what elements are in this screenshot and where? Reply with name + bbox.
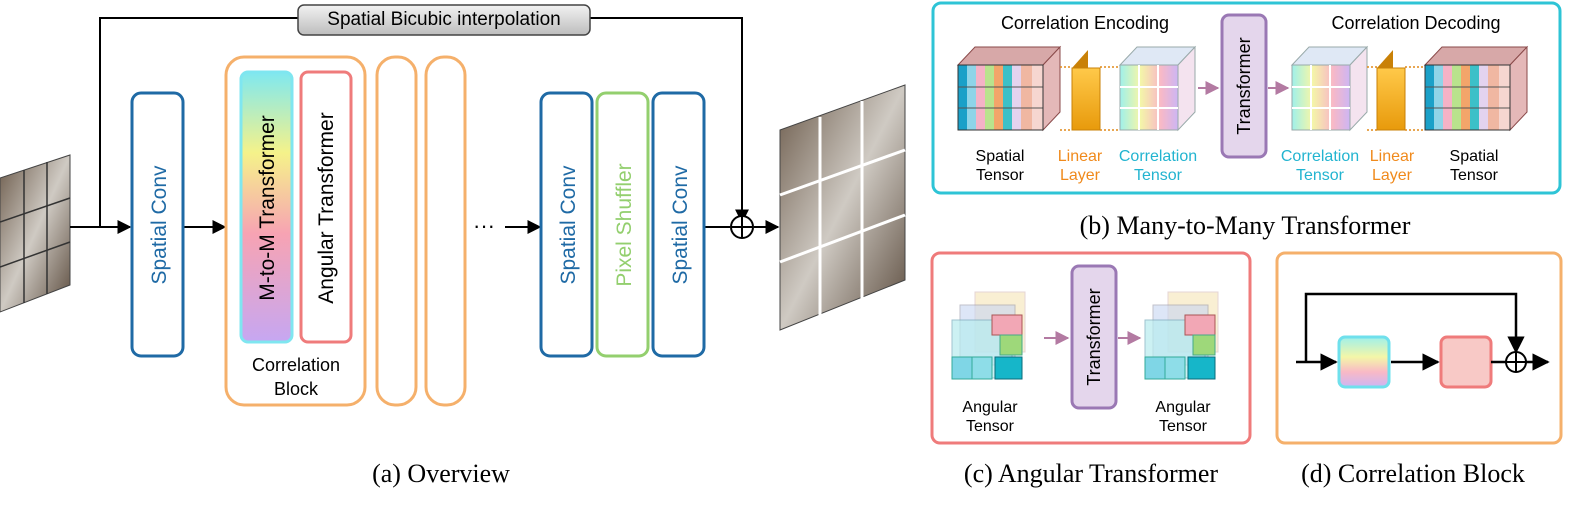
angular-transformer-core [1070,264,1118,410]
corr-tensor-label-2a: Correlation [1281,148,1359,165]
pixel-shuffler-label: Pixel Shuffler [613,163,636,286]
corr-block-label-line2: Block [274,379,319,399]
angular-tensor-label-2a: Angular [1155,399,1211,416]
encoding-title: Correlation Encoding [1001,13,1169,33]
angular-tensor-input [951,291,1026,380]
corrblock-sum-icon [1505,351,1527,373]
corr-tensor-label-1b: Tensor [1134,167,1183,184]
ellipsis: ··· [473,213,495,238]
spatial-tensor-input [956,45,1062,132]
mtom-panel: Correlation Encoding Correlation Decodin… [931,1,1562,240]
spatial-tensor-label-1b: Tensor [976,167,1025,184]
input-lightfield-image [0,154,71,313]
corr-block-label-line1: Correlation [252,355,340,375]
spatial-conv-block-3 [651,91,706,358]
mtom-transformer-core [1220,13,1268,159]
corrblock-skip-arrow [1304,292,1525,362]
correlation-tensor-dec [1290,45,1369,132]
spatial-tensor-label-2a: Spatial [1450,148,1499,165]
linear-layer-dec [1376,67,1406,131]
linear-layer-label-1b: Layer [1060,167,1101,184]
angular-transformer-label: Angular Transformer [315,112,338,303]
angular-tensor-label-2b: Tensor [1159,418,1208,435]
linear-layer-label-1a: Linear [1058,148,1103,165]
spatial-conv-label-2: Spatial Conv [557,165,580,285]
spatial-tensor-output [1423,45,1529,132]
mtom-transformer-core-label: Transformer [1234,37,1254,134]
corrblock-mtom-icon [1337,335,1391,389]
angular-tensor-output [1144,291,1219,380]
angular-caption: (c) Angular Transformer [964,459,1219,488]
angular-tensor-label-1a: Angular [962,399,1018,416]
output-lightfield-image [779,84,906,331]
linear-layer-label-2a: Linear [1370,148,1415,165]
corrblock-angular-icon [1439,335,1493,389]
correlation-tensor-enc [1118,45,1197,132]
spatial-conv-block-1 [130,91,185,358]
angular-transformer-core-label: Transformer [1084,288,1104,385]
overview-panel: Spatial Bicubic interpolation Spatial Co… [0,4,906,488]
mtom-transformer-block [239,70,294,344]
overview-caption: (a) Overview [372,459,510,488]
correlation-block-repeat-1 [375,55,418,407]
spatial-conv-label-3: Spatial Conv [669,165,692,285]
spatial-conv-label-1: Spatial Conv [148,165,171,285]
corrblock-panel-border [1275,251,1563,445]
interpolation-box [297,4,591,36]
spatial-tensor-label-2b: Tensor [1450,167,1499,184]
angular-tensor-label-1b: Tensor [966,418,1015,435]
pixel-shuffler-block [595,91,650,358]
corr-tensor-label-2b: Tensor [1296,167,1345,184]
mtom-caption: (b) Many-to-Many Transformer [1080,211,1411,240]
linear-layer-label-2b: Layer [1372,167,1413,184]
linear-layer-enc [1071,67,1101,131]
spatial-tensor-label-1a: Spatial [976,148,1025,165]
correlation-block-repeat-2 [424,55,467,407]
angular-panel: Angular Tensor Transformer Angular Tenso… [930,251,1252,488]
corr-tensor-label-1a: Correlation [1119,148,1197,165]
corrblock-caption: (d) Correlation Block [1301,459,1525,488]
angular-transformer-block [299,70,353,344]
corrblock-panel: (d) Correlation Block [1275,251,1563,488]
spatial-conv-block-2 [539,91,594,358]
mtom-transformer-label: M-to-M Transformer [256,115,279,301]
decoding-title: Correlation Decoding [1331,13,1500,33]
interpolation-label: Spatial Bicubic interpolation [327,9,560,30]
sum-icon [730,215,754,239]
